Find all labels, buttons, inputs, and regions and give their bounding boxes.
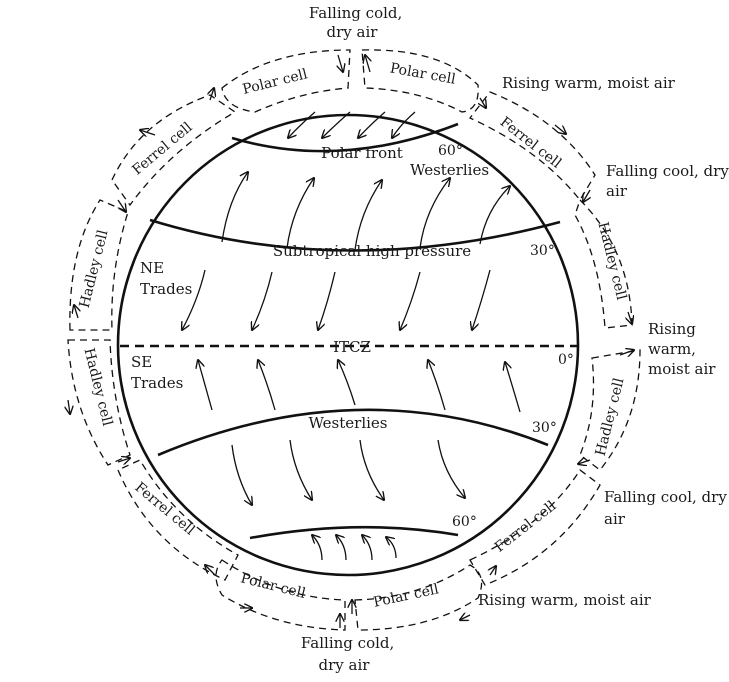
- ferrel-cell-bottom-left-loop: [117, 459, 239, 581]
- westerlies-north-label: Westerlies: [410, 161, 489, 179]
- wind-arrow: [336, 535, 347, 561]
- wind-arrow: [479, 186, 510, 245]
- subtropical-high-label: Subtropical high pressure: [273, 242, 471, 260]
- hadley-cell-label-left-lower: Hadley cell: [80, 346, 115, 428]
- latitude-north-60: 60°: [438, 143, 463, 159]
- ne-trades-label: NE Trades: [140, 259, 192, 298]
- wind-arrow: [472, 269, 491, 330]
- southern-westerlies-line: [157, 408, 549, 457]
- wind-arrow: [198, 360, 213, 411]
- polar-front-line: [231, 122, 459, 153]
- hadley-cell-right-upper-loop: [574, 198, 633, 329]
- wind-arrow: [386, 537, 397, 559]
- ferrel-cell-label-top-right: Ferrel cell: [497, 114, 565, 172]
- wind-arrow: [322, 111, 351, 138]
- wind-arrow: [419, 178, 450, 249]
- itcz-label: ITCZ: [333, 338, 371, 356]
- southern-60-line: [249, 525, 459, 540]
- wind-arrow: [288, 111, 316, 138]
- subtropical-high-line: [149, 218, 561, 252]
- wind-arrow: [437, 439, 465, 498]
- cell-arrow: [583, 189, 590, 202]
- wind-arrows: [182, 111, 521, 561]
- polar-cell-bottom-left-loop: [215, 559, 346, 631]
- polar-cell-top-left-loop: [221, 49, 351, 113]
- cell-arrow: [628, 311, 632, 324]
- wind-arrow: [258, 360, 276, 411]
- rising-warm-moist-air-right: Rising warm, moist air: [648, 320, 716, 378]
- polar-cell-label-bottom-right: Polar cell: [372, 581, 441, 611]
- falling-cool-dry-air-right-lower: Falling cool, dry air: [604, 488, 729, 528]
- polar-cell-label-bottom-left: Polar cell: [239, 570, 308, 602]
- wind-arrow: [252, 271, 273, 330]
- cell-arrow: [460, 615, 471, 620]
- cell-arrow: [205, 565, 216, 576]
- cell-arrow: [210, 88, 214, 101]
- polar-cell-label-top-left: Polar cell: [241, 66, 310, 98]
- cell-arrow: [338, 54, 343, 72]
- circulation-cells: [67, 49, 641, 631]
- wind-arrow: [362, 535, 373, 561]
- se-trades-label: SE Trades: [131, 353, 183, 392]
- hadley-cell-left-upper-loop: [69, 199, 129, 331]
- cell-arrow: [117, 199, 126, 212]
- falling-cold-dry-air-top: Falling cold, dry air: [309, 4, 407, 41]
- ferrel-cell-label-bottom-right: Ferrel cell: [492, 498, 560, 556]
- ferrel-cell-label-top-left: Ferrel cell: [129, 119, 196, 178]
- cell-arrow: [68, 399, 70, 414]
- ferrel-cell-bottom-right-loop: [469, 469, 601, 586]
- ferrel-cell-top-right-loop: [468, 91, 596, 202]
- hadley-cell-label-left-upper: Hadley cell: [77, 228, 112, 310]
- latitude-north-30: 30°: [530, 243, 555, 259]
- wind-arrow: [231, 444, 252, 505]
- wind-arrow: [312, 535, 323, 561]
- wind-arrow: [354, 180, 382, 251]
- hadley-cell-label-right-lower: Hadley cell: [593, 376, 628, 458]
- polar-cell-top-right-loop: [361, 49, 479, 113]
- cell-direction-arrows: [68, 55, 634, 628]
- wind-arrow: [286, 178, 314, 249]
- wind-arrow: [221, 172, 248, 243]
- cell-arrow: [619, 350, 634, 355]
- wind-arrow: [359, 439, 384, 500]
- wind-arrow: [358, 111, 386, 138]
- polar-front-label: Polar front: [321, 144, 403, 162]
- wind-arrow: [338, 360, 356, 406]
- latitude-equator: 0°: [558, 352, 574, 368]
- wind-arrow: [505, 362, 521, 413]
- ferrel-cell-top-left-loop: [111, 94, 237, 207]
- cell-arrow: [117, 458, 130, 462]
- wind-arrow: [392, 111, 416, 138]
- cell-arrow: [365, 55, 370, 73]
- cell-arrow: [140, 130, 156, 135]
- wind-arrow: [182, 269, 206, 330]
- latitude-south-30: 30°: [532, 420, 557, 436]
- cell-arrow: [490, 566, 496, 576]
- rising-warm-moist-air-top-right: Rising warm, moist air: [502, 74, 676, 92]
- wind-arrow: [318, 271, 336, 330]
- rising-warm-moist-air-bottom-right: Rising warm, moist air: [478, 591, 652, 609]
- wind-arrow: [289, 439, 312, 500]
- cell-arrow: [74, 305, 78, 319]
- wind-arrow: [428, 360, 446, 411]
- cell-arrow: [480, 97, 486, 108]
- falling-cold-dry-air-bottom: Falling cold, dry air: [301, 634, 399, 674]
- falling-cool-dry-air-right-upper: Falling cool, dry air: [606, 162, 729, 200]
- cell-arrow: [554, 124, 566, 134]
- hadley-cell-left-lower-loop: [67, 339, 131, 466]
- wind-arrow: [400, 271, 421, 330]
- polar-cell-bottom-right-loop: [354, 564, 483, 631]
- latitude-south-60: 60°: [452, 514, 477, 530]
- hadley-cell-right-lower-loop: [579, 349, 641, 471]
- cell-arrow: [578, 460, 591, 464]
- westerlies-south-label: Westerlies: [308, 414, 387, 432]
